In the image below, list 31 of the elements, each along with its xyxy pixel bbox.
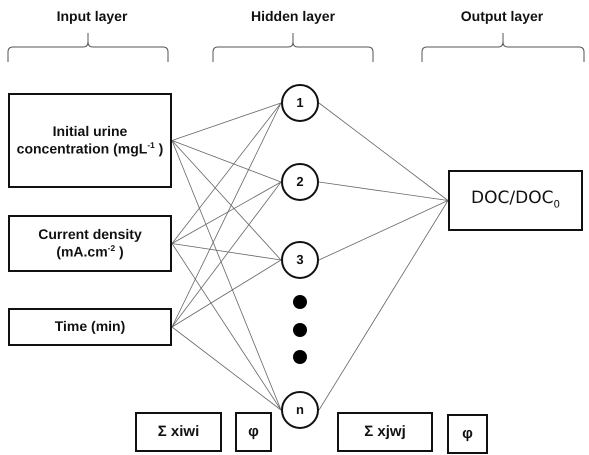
connection-line bbox=[172, 102, 282, 141]
connection-line bbox=[172, 140, 282, 182]
layer-box: DOC/DOC$_{0}$ bbox=[448, 170, 583, 231]
connection-line bbox=[172, 102, 282, 244]
layer-box: Σ xjwj bbox=[337, 412, 433, 452]
connection-line bbox=[318, 200, 448, 410]
connection-line bbox=[172, 326, 282, 410]
connection-line bbox=[318, 182, 448, 201]
layer-box: Time (min) bbox=[8, 308, 172, 346]
neuron-circle: 2 bbox=[281, 163, 319, 201]
connection-line bbox=[172, 260, 282, 328]
layer-box: φ bbox=[447, 414, 488, 454]
neuron-circle: 3 bbox=[281, 241, 319, 279]
connection-line bbox=[172, 243, 282, 260]
layer-title: Output layer bbox=[460, 8, 544, 24]
connection-line bbox=[172, 140, 282, 410]
connection-line bbox=[172, 243, 282, 410]
layer-title: Hidden layer bbox=[250, 8, 336, 24]
connection-line bbox=[172, 140, 282, 260]
layer-title: Input layer bbox=[56, 8, 128, 24]
neuron-circle: 1 bbox=[281, 84, 319, 122]
connection-line bbox=[318, 200, 448, 260]
layer-box: Current density (mA.cm$^{-2}$ ) bbox=[8, 215, 172, 272]
layer-box: Initial urine concentration (mgL$^{-1}$ ) bbox=[8, 93, 172, 188]
connection-line bbox=[172, 182, 282, 328]
connection-line bbox=[318, 102, 448, 201]
layer-box: φ bbox=[235, 412, 272, 452]
layer-box: Σ xiwi bbox=[135, 412, 222, 452]
connection-line bbox=[172, 182, 282, 244]
connection-line bbox=[172, 102, 282, 328]
neuron-circle: n bbox=[281, 391, 319, 429]
